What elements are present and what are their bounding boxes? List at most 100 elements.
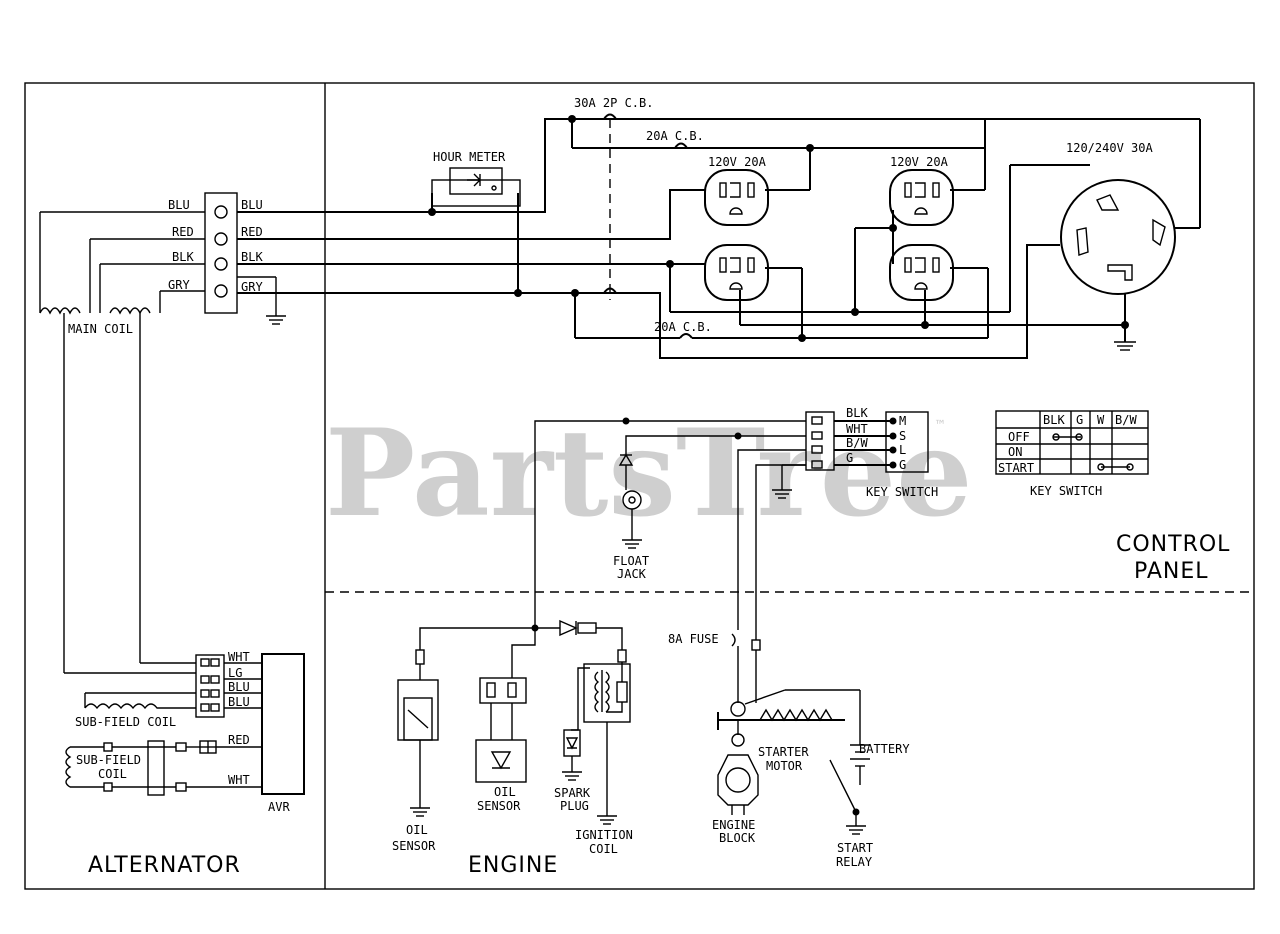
- wire-blu: [237, 118, 985, 213]
- breaker-20a-top-label: 20A C.B.: [646, 129, 704, 143]
- terminal-gry: [214, 284, 228, 298]
- section-engine-title: ENGINE: [468, 853, 558, 878]
- table-col-bw: B/W: [1115, 413, 1137, 427]
- key-switch-table: [995, 410, 1149, 475]
- wire-oil-sensor: [419, 627, 535, 650]
- battery-label: BATTERY: [859, 742, 910, 756]
- breaker-20a-top: [674, 142, 688, 149]
- trademark-mark: ™: [936, 418, 944, 434]
- wire-ks-wht: [625, 435, 806, 455]
- engine-block-label-2: BLOCK: [719, 831, 756, 845]
- avr-module: [261, 653, 305, 795]
- key-switch-pin-g: G: [899, 458, 906, 472]
- breaker-30a-top: [603, 113, 617, 120]
- avr-terminal-wht: WHT: [228, 650, 250, 664]
- breaker-20a-bottom-label: 20A C.B.: [654, 320, 712, 334]
- oil-sensor-b-label-1: OIL: [494, 785, 516, 799]
- sub-field-coil-2-label-1: SUB-FIELD: [76, 753, 141, 767]
- table-row-on: ON: [1008, 445, 1022, 459]
- start-relay-coil: [759, 708, 833, 722]
- table-col-blk: BLK: [1043, 413, 1065, 427]
- oil-sensor-b-label-2: SENSOR: [477, 799, 521, 813]
- terminal-label-blk-out: BLK: [241, 250, 263, 264]
- terminal-label-blu-in: BLU: [168, 198, 190, 212]
- ground-symbol: [237, 276, 286, 325]
- alternator-terminal-block: [204, 192, 238, 314]
- fuse-8a: [731, 633, 736, 647]
- avr-label: AVR: [268, 800, 290, 814]
- key-switch-pin-s: S: [899, 429, 906, 443]
- wire-oil-sensor-2: [511, 628, 536, 678]
- float-jack: [618, 453, 642, 549]
- receptacle-a-label: 120V 20A: [708, 155, 767, 169]
- twist-lock-label: 120/240V 30A: [1066, 141, 1153, 155]
- key-switch-label: KEY SWITCH: [866, 485, 938, 499]
- spark-plug-label-2: PLUG: [560, 799, 589, 813]
- wire-ks-blk: [534, 420, 806, 628]
- diode-icon: [559, 619, 578, 637]
- breaker-30a-bottom: [603, 287, 617, 294]
- spark-plug-label-1: SPARK: [554, 786, 591, 800]
- table-col-g: G: [1076, 413, 1083, 427]
- sub-field-coil-2-label-2: COIL: [98, 767, 127, 781]
- table-row-start: START: [998, 461, 1034, 475]
- key-switch-wire-wht: WHT: [846, 422, 868, 436]
- receptacle-b: [889, 169, 954, 301]
- section-control-title-1: CONTROL: [1116, 532, 1230, 557]
- ground-symbol: [1114, 341, 1136, 351]
- ignition-coil-label-2: COIL: [589, 842, 618, 856]
- key-switch-pin-m: M: [899, 414, 906, 428]
- terminal-label-gry-out: GRY: [241, 280, 263, 294]
- key-switch-wire-g: G: [846, 451, 853, 465]
- engine-block-label-1: ENGINE: [712, 818, 755, 832]
- key-switch: [885, 411, 929, 473]
- breaker-30a-label: 30A 2P C.B.: [574, 96, 653, 110]
- junction-dots: [428, 115, 1129, 342]
- table-col-w: W: [1097, 413, 1105, 427]
- section-control-title-2: PANEL: [1134, 559, 1209, 584]
- fuse-label: 8A FUSE: [668, 632, 719, 646]
- oil-sensor-a-label-2: SENSOR: [392, 839, 436, 853]
- key-switch-table-label: KEY SWITCH: [1030, 484, 1102, 498]
- key-switch-connector: [805, 411, 835, 471]
- receptacle-a: [704, 169, 769, 301]
- start-relay-label-2: RELAY: [836, 855, 873, 869]
- oil-sensor-a-label-1: OIL: [406, 823, 428, 837]
- terminal-red: [214, 232, 228, 246]
- float-jack-label-1: FLOAT: [613, 554, 649, 568]
- wire-ks-bw: [737, 449, 806, 630]
- hour-meter-label: HOUR METER: [433, 150, 506, 164]
- diagram-frame: [24, 82, 1255, 890]
- terminal-blu: [214, 205, 228, 219]
- avr-red-label: RED: [228, 733, 250, 747]
- avr-terminal-blu-1: BLU: [228, 680, 250, 694]
- twist-lock-receptacle: [1060, 179, 1176, 295]
- wire-gry: [237, 244, 1060, 359]
- starter-motor-label-2: MOTOR: [766, 759, 803, 773]
- sub-field-coil-1-label: SUB-FIELD COIL: [75, 715, 176, 729]
- sub-field-coil-2: [65, 740, 262, 796]
- oil-sensor-b: [475, 739, 527, 783]
- table-row-off: OFF: [1008, 430, 1030, 444]
- wire-red: [237, 189, 705, 240]
- key-switch-pin-l: L: [899, 443, 906, 457]
- terminal-label-red-in: RED: [172, 225, 194, 239]
- spark-plug: [563, 729, 581, 757]
- key-switch-wire-blk: BLK: [846, 406, 868, 420]
- ignition-coil-label-1: IGNITION: [575, 828, 633, 842]
- terminal-label-blu-out: BLU: [241, 198, 263, 212]
- avr-wht-label: WHT: [228, 773, 250, 787]
- terminal-label-gry-in: GRY: [168, 278, 190, 292]
- terminal-blk: [214, 257, 228, 271]
- main-coil-label: MAIN COIL: [68, 322, 133, 336]
- hour-meter: [449, 167, 503, 195]
- sub-field-coil-1: [84, 692, 196, 710]
- float-jack-label-2: JACK: [617, 567, 647, 581]
- wire-ks-g: [755, 464, 806, 640]
- terminal-label-blk-in: BLK: [172, 250, 194, 264]
- receptacle-b-label: 120V 20A: [890, 155, 949, 169]
- avr-connector: [195, 654, 225, 718]
- avr-terminal-blu-2: BLU: [228, 695, 250, 709]
- terminal-label-red-out: RED: [241, 225, 263, 239]
